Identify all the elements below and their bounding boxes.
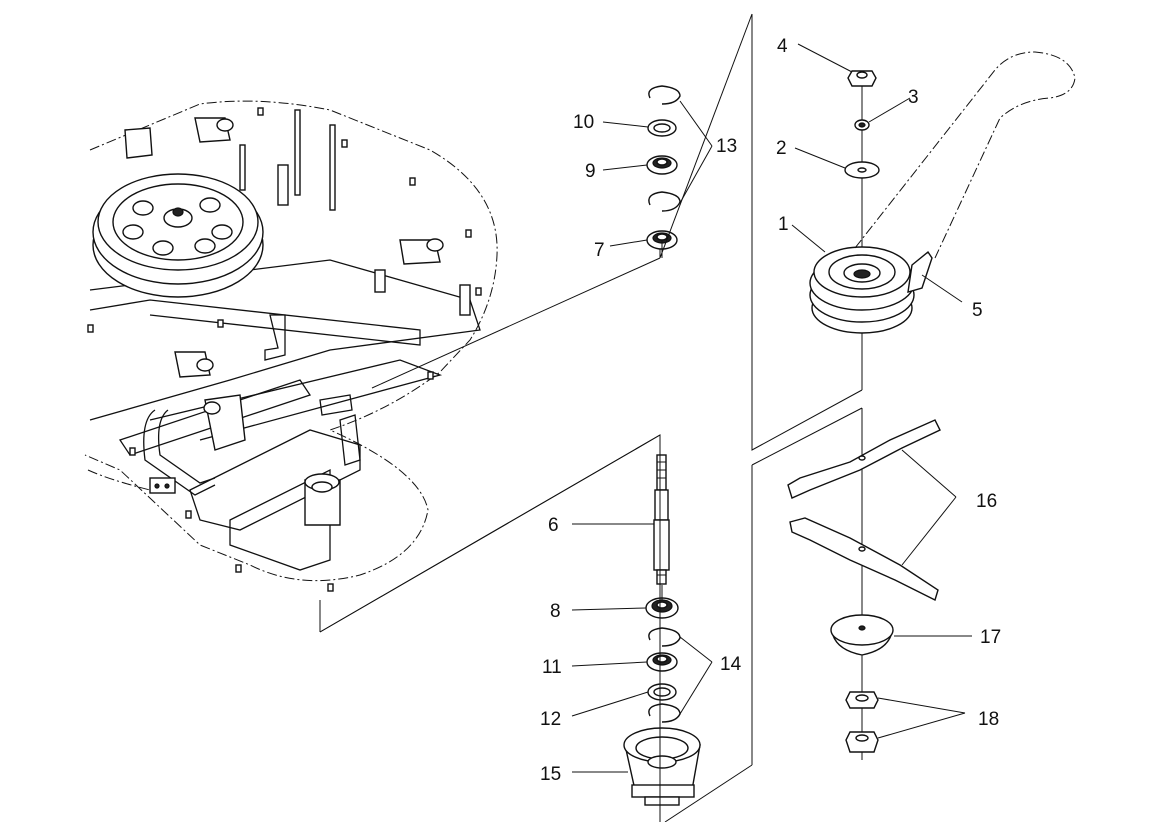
deck-frame-rail: [89, 299, 421, 346]
label-10: 10: [573, 112, 594, 133]
deck-rods: [239, 109, 471, 316]
label-7: 7: [594, 240, 605, 261]
deck-front-plate: [189, 429, 361, 531]
retaining-ring-14-bottom: [648, 703, 681, 723]
idler-arm-5-tab: [907, 250, 933, 293]
exploded-view-frames: [319, 13, 863, 822]
spindle-shaft-6: [653, 454, 670, 585]
idler-arm-5: [854, 51, 1076, 259]
label-15: 15: [540, 764, 561, 785]
label-4: 4: [777, 36, 788, 57]
blade-16-lower: [789, 517, 939, 601]
label-9: 9: [585, 161, 596, 182]
deck-outline: [84, 100, 498, 582]
retaining-ring-14-top: [648, 627, 681, 647]
nut-18-lower: [845, 731, 879, 753]
retaining-ring-13-top: [648, 85, 681, 105]
spindle-housing-15: [623, 727, 701, 806]
deck-plate: [89, 259, 481, 421]
label-6: 6: [548, 515, 559, 536]
label-8: 8: [550, 601, 561, 622]
mower-deck-assembly: [84, 100, 661, 633]
deck-bosses: [124, 117, 444, 526]
spindle-lower-assembly: [623, 454, 701, 806]
retaining-ring-13-bottom: [648, 191, 681, 212]
label-13: 13: [716, 136, 737, 157]
label-17: 17: [980, 627, 1001, 648]
label-16: 16: [976, 491, 997, 512]
deck-pulley: [92, 173, 264, 298]
label-3: 3: [908, 87, 919, 108]
spindle-top-bearings: [646, 85, 681, 250]
label-5: 5: [972, 300, 983, 321]
label-2: 2: [776, 138, 787, 159]
idler-pulley-assembly: [809, 51, 1076, 390]
label-14: 14: [720, 654, 742, 675]
label-18: 18: [978, 709, 999, 730]
pulley-1: [809, 246, 915, 334]
label-11: 11: [542, 657, 562, 678]
blade-assembly: [787, 408, 941, 760]
deck-fasteners: [87, 107, 482, 592]
deck-bracket: [264, 314, 361, 466]
blade-adapter-17: [830, 614, 894, 656]
part-labels: 4 3 2 1 5 10 9 13 7 6 8 11 14 12 15 16 1…: [540, 36, 1001, 785]
leader-lines: [571, 43, 972, 773]
label-12: 12: [540, 709, 561, 730]
deck-inner-curve: [87, 469, 151, 491]
deck-handle: [143, 394, 246, 496]
deck-frame-rail-lower: [149, 359, 443, 441]
label-1: 1: [778, 214, 789, 235]
